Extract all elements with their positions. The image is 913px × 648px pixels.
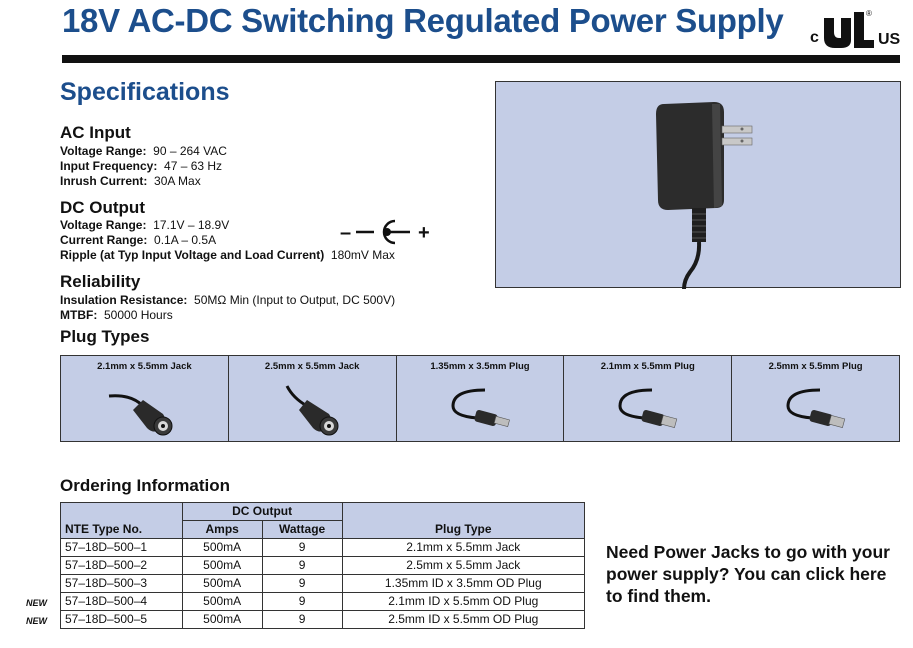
col-header-type-no: NTE Type No. <box>60 520 183 539</box>
spec-line: Input Frequency: 47 – 63 Hz <box>60 159 222 174</box>
spec-line: Voltage Range: 90 – 264 VAC <box>60 144 227 159</box>
spec-value: 50000 Hours <box>104 308 173 322</box>
polarity-minus: – <box>340 222 351 244</box>
spec-label: MTBF: <box>60 308 98 322</box>
new-badge: NEW <box>26 616 47 626</box>
spec-line: Inrush Current: 30A Max <box>60 174 201 189</box>
amps-cell: 500mA <box>181 610 263 629</box>
power-jacks-link[interactable]: Need Power Jacks to go with your power s… <box>606 542 890 606</box>
table-row: 57–18D–500–3 500mA 9 1.35mm ID x 3.5mm O… <box>60 574 586 593</box>
wattage-cell: 9 <box>261 556 343 575</box>
type-no-cell: 57–18D–500–5 <box>60 610 183 629</box>
type-no-cell: 57–18D–500–3 <box>60 574 183 593</box>
spec-label: Voltage Range: <box>60 144 147 158</box>
dc-plug-icon <box>786 388 846 429</box>
spec-value: 47 – 63 Hz <box>164 159 223 173</box>
amps-cell: 500mA <box>181 538 263 557</box>
type-no-cell: 57–18D–500–1 <box>60 538 183 557</box>
spec-line: MTBF: 50000 Hours <box>60 308 173 323</box>
plug-type-cell: 2.5mm x 5.5mm Jack <box>228 356 397 441</box>
col-header-amps: Amps <box>181 520 263 539</box>
plug-type-label: 2.1mm x 5.5mm Jack <box>97 361 192 372</box>
header-rule <box>62 55 900 63</box>
plug-type-cell: 2.1mm x 5.5mm Jack <box>341 538 586 557</box>
page-title: 18V AC-DC Switching Regulated Power Supp… <box>62 2 784 39</box>
wattage-cell: 9 <box>261 610 343 629</box>
table-row: 57–18D–500–1 500mA 9 2.1mm x 5.5mm Jack <box>60 538 586 557</box>
spec-value: 17.1V – 18.9V <box>153 218 230 232</box>
spec-line: Insulation Resistance: 50MΩ Min (Input t… <box>60 293 395 308</box>
plug-type-cell: 2.1mm ID x 5.5mm OD Plug <box>341 592 586 611</box>
plug-type-cell: 2.1mm x 5.5mm Jack <box>61 356 229 441</box>
power-adapter-image <box>656 102 753 290</box>
spec-line: Ripple (at Typ Input Voltage and Load Cu… <box>60 248 395 263</box>
wattage-cell: 9 <box>261 592 343 611</box>
spec-value: 50MΩ Min (Input to Output, DC 500V) <box>194 293 396 307</box>
plug-type-cell: 2.5mm x 5.5mm Plug <box>732 356 899 441</box>
col-header-plug-type: Plug Type <box>341 520 586 539</box>
dc-plug-icon <box>451 388 510 428</box>
dc-output-heading: DC Output <box>60 198 145 217</box>
ul-certification-logo: c ® US <box>810 9 901 48</box>
ordering-heading: Ordering Information <box>60 476 230 495</box>
plug-type-label: 1.35mm x 3.5mm Plug <box>430 361 530 372</box>
plug-types-heading: Plug Types <box>60 327 150 346</box>
spec-label: Input Frequency: <box>60 159 158 173</box>
wattage-cell: 9 <box>261 574 343 593</box>
ac-input-heading: AC Input <box>60 123 131 142</box>
product-photo <box>495 81 901 290</box>
new-badge: NEW <box>26 598 47 608</box>
polarity-symbol-icon: – + <box>340 219 430 245</box>
type-no-cell: 57–18D–500–2 <box>60 556 183 575</box>
plug-type-cell: 1.35mm ID x 3.5mm OD Plug <box>341 574 586 593</box>
dc-jack-icon <box>285 385 339 436</box>
plug-type-cell: 2.5mm x 5.5mm Jack <box>341 556 586 575</box>
plug-type-cell: 2.1mm x 5.5mm Plug <box>564 356 733 441</box>
table-row: 57–18D–500–2 500mA 9 2.5mm x 5.5mm Jack <box>60 556 586 575</box>
col-header-wattage: Wattage <box>261 520 343 539</box>
dc-jack-icon <box>108 394 173 436</box>
ordering-table: DC Output NTE Type No. Amps Wattage Plug… <box>60 502 586 629</box>
amps-cell: 500mA <box>181 574 263 593</box>
specifications-heading: Specifications <box>60 78 230 106</box>
spec-value: 30A Max <box>154 174 201 188</box>
spec-label: Voltage Range: <box>60 218 147 232</box>
plug-type-cell: 1.35mm x 3.5mm Plug <box>396 356 565 441</box>
type-no-cell: 57–18D–500–4 <box>60 592 183 611</box>
plug-type-label: 2.1mm x 5.5mm Plug <box>600 361 695 372</box>
table-row: 57–18D–500–5 500mA 9 2.5mm ID x 5.5mm OD… <box>60 610 586 629</box>
cert-c-text: c <box>810 29 819 46</box>
spec-value: 180mV Max <box>330 248 395 262</box>
amps-cell: 500mA <box>181 556 263 575</box>
reliability-heading: Reliability <box>60 272 141 291</box>
polarity-plus: + <box>418 222 430 244</box>
spec-label: Inrush Current: <box>60 174 148 188</box>
spec-label: Current Range: <box>60 233 148 247</box>
table-row: 57–18D–500–4 500mA 9 2.1mm ID x 5.5mm OD… <box>60 592 586 611</box>
plug-type-label: 2.5mm x 5.5mm Plug <box>768 361 863 372</box>
spec-value: 0.1A – 0.5A <box>154 233 217 247</box>
amps-cell: 500mA <box>181 592 263 611</box>
cert-us-text: US <box>878 31 901 48</box>
spec-value: 90 – 264 VAC <box>153 144 227 158</box>
dc-plug-icon <box>618 388 678 429</box>
table-header-blank <box>60 502 183 521</box>
plug-types-panel: 2.1mm x 5.5mm Jack 2.5mm x 5.5mm Jack 1.… <box>60 355 900 442</box>
cert-r-text: ® <box>866 9 872 18</box>
dc-output-group-header: DC Output <box>181 502 343 521</box>
spec-label: Ripple (at Typ Input Voltage and Load Cu… <box>60 248 325 262</box>
wattage-cell: 9 <box>261 538 343 557</box>
table-header-blank <box>341 502 586 521</box>
plug-type-label: 2.5mm x 5.5mm Jack <box>264 361 360 372</box>
spec-line: Voltage Range: 17.1V – 18.9V <box>60 218 229 233</box>
spec-label: Insulation Resistance: <box>60 293 188 307</box>
plug-type-cell: 2.5mm ID x 5.5mm OD Plug <box>341 610 586 629</box>
spec-line: Current Range: 0.1A – 0.5A <box>60 233 216 248</box>
